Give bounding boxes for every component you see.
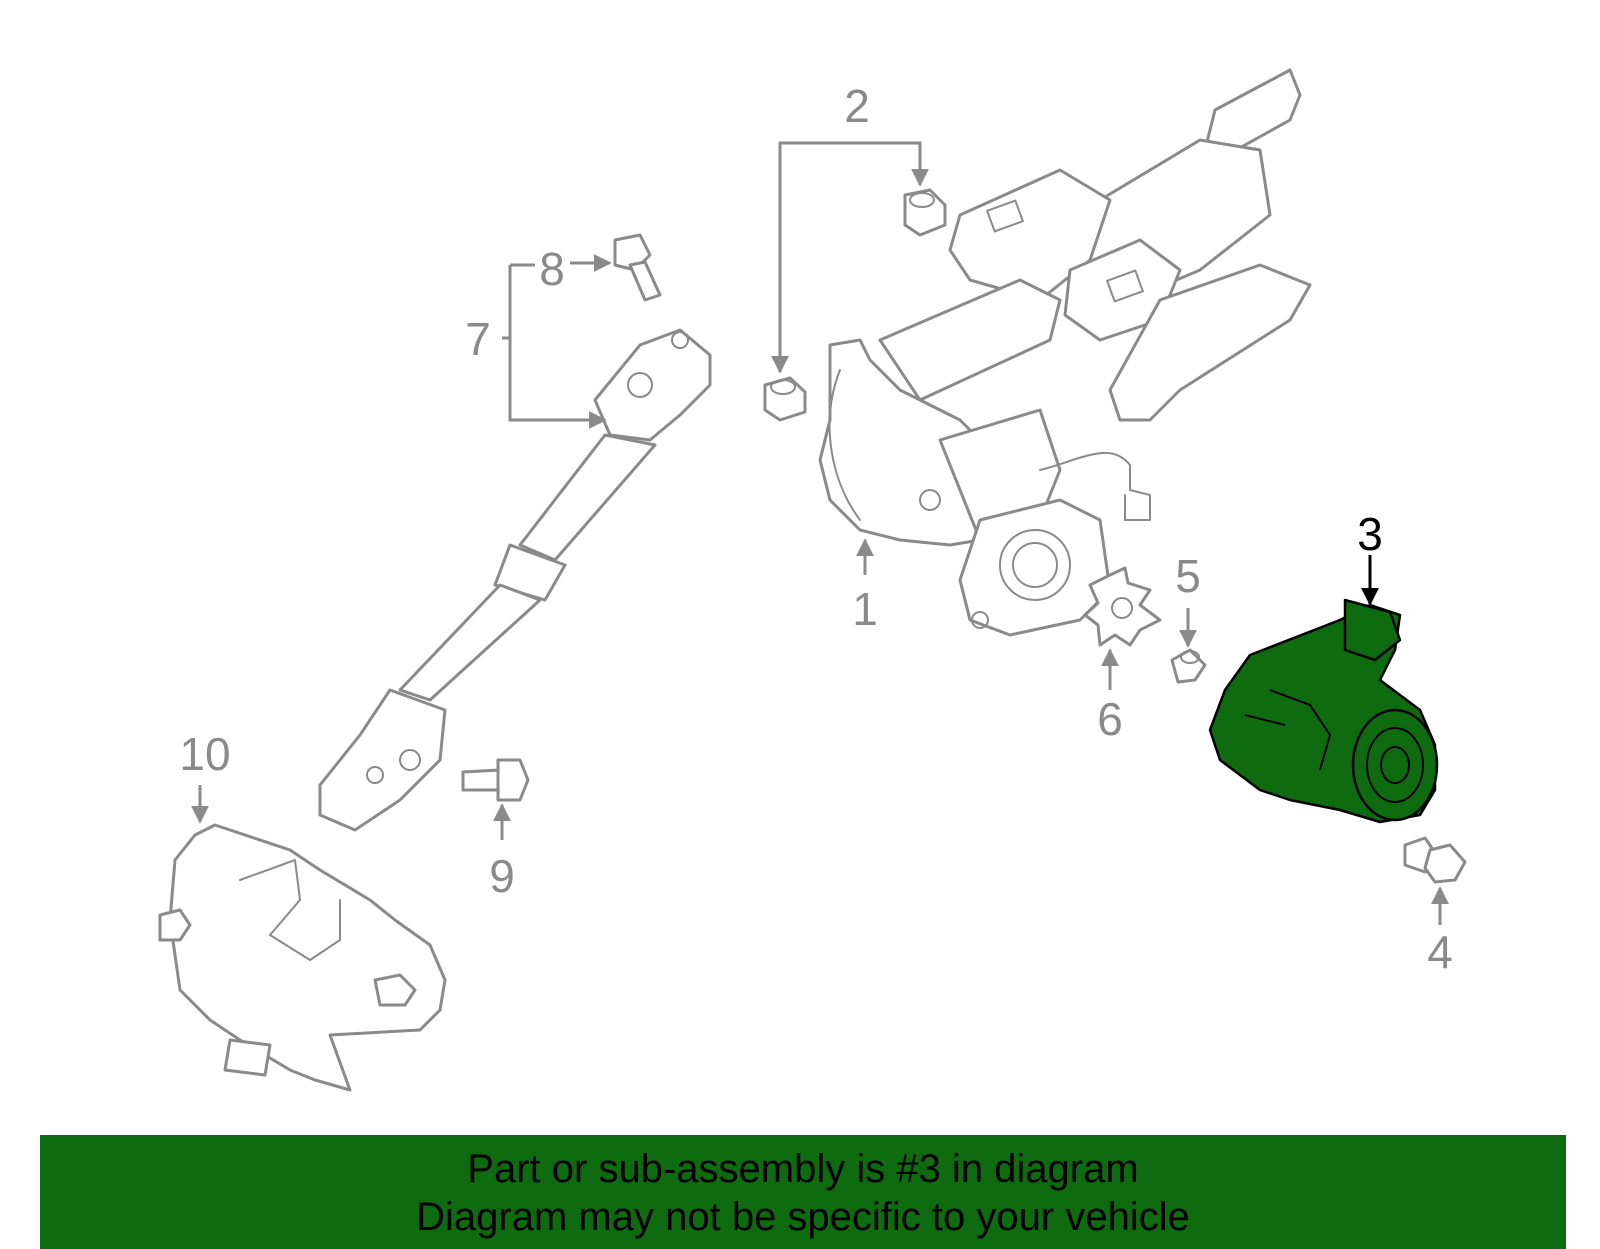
info-banner: Part or sub-assembly is #3 in diagram Di… xyxy=(40,1135,1566,1249)
callout-4: 4 xyxy=(1427,926,1453,978)
callout-3: 3 xyxy=(1357,508,1383,560)
callout-6: 6 xyxy=(1097,693,1123,745)
callout-9: 9 xyxy=(489,850,515,902)
part-5-pin[interactable] xyxy=(1170,648,1207,684)
part-4-bolt[interactable] xyxy=(1403,836,1467,884)
callout-5: 5 xyxy=(1175,550,1201,602)
part-10-cover[interactable] xyxy=(158,823,447,1092)
part-1-steering-column[interactable] xyxy=(818,68,1312,637)
part-7-intermediate-shaft[interactable] xyxy=(318,328,712,832)
callout-2: 2 xyxy=(844,80,870,132)
banner-line-1: Part or sub-assembly is #3 in diagram xyxy=(467,1147,1139,1191)
callout-1: 1 xyxy=(852,583,878,635)
callout-10: 10 xyxy=(179,728,230,780)
part-9-bolt[interactable] xyxy=(461,758,530,802)
part-6-washer[interactable] xyxy=(1083,566,1162,647)
part-8-bolt[interactable] xyxy=(613,233,662,302)
part-2-spacers[interactable] xyxy=(763,188,947,422)
leader-lines xyxy=(191,141,1449,925)
callout-8: 8 xyxy=(539,243,565,295)
banner-line-2: Diagram may not be specific to your vehi… xyxy=(416,1195,1190,1239)
callout-7: 7 xyxy=(465,313,491,365)
part-3-motor-highlighted[interactable] xyxy=(1208,598,1439,824)
